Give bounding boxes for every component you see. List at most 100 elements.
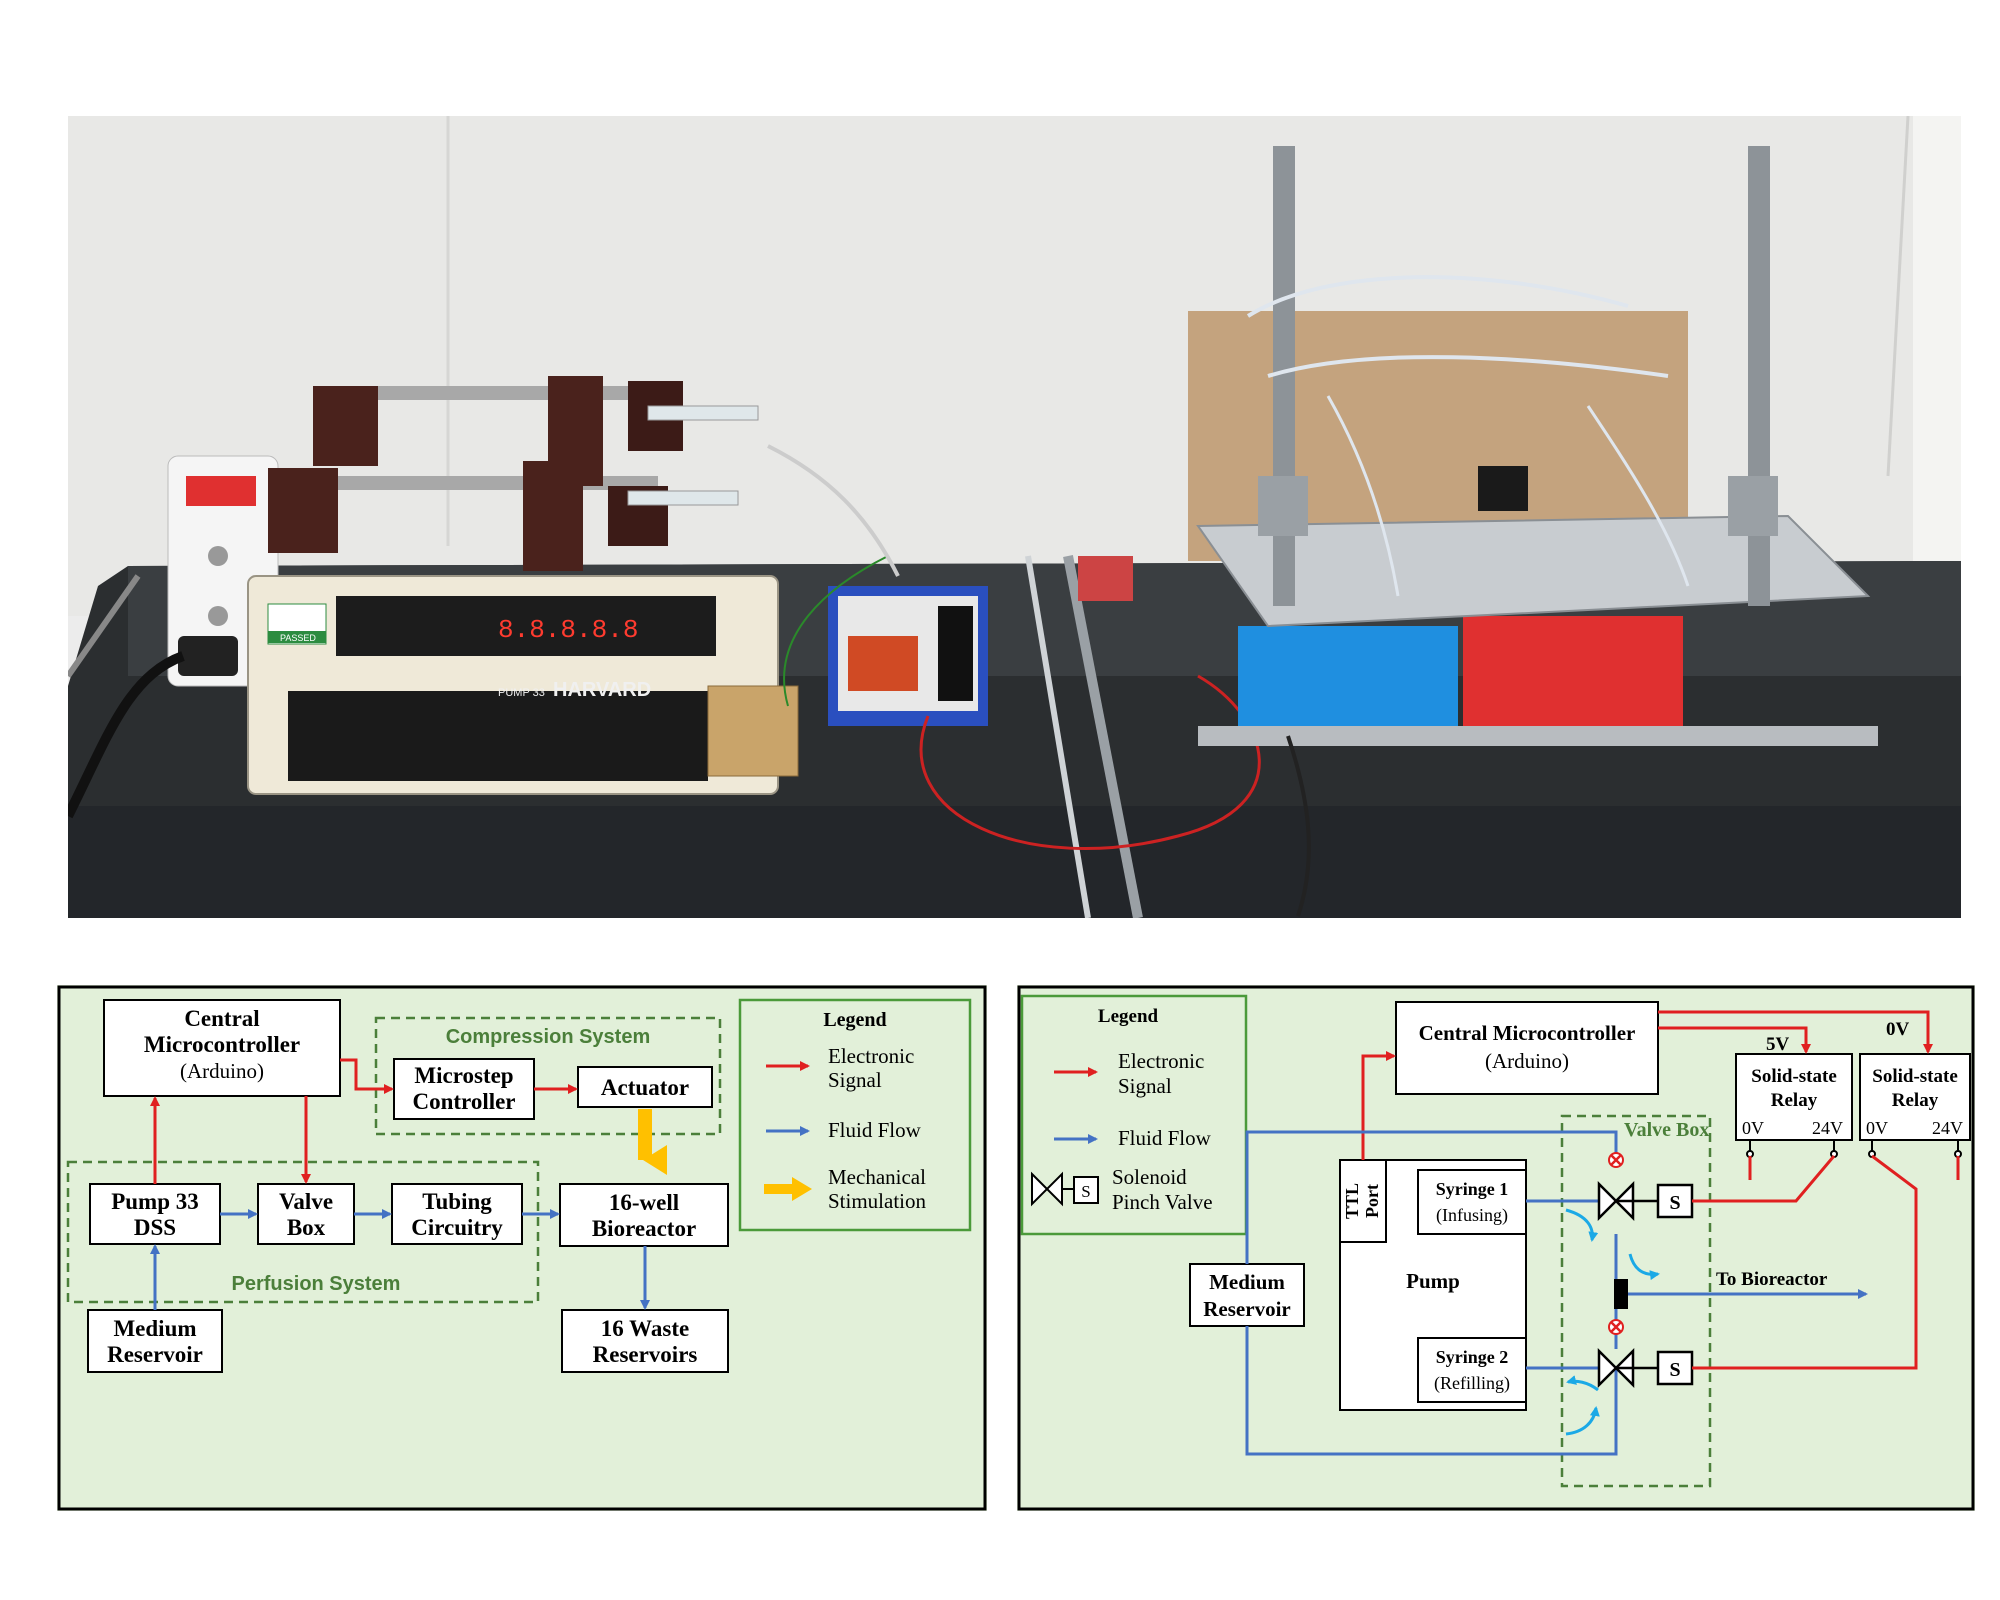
flow-arrow-refill-left (1566, 1375, 1599, 1392)
pump-label-2: DSS (134, 1215, 176, 1240)
compression-system-title: Compression System (446, 1026, 651, 1048)
actuator-block: Actuator (577, 1066, 713, 1108)
central-label-3: (Arduino) (180, 1059, 264, 1083)
safety-tag: PASSED (280, 633, 316, 643)
flow-arrow-to-outlet (1628, 1253, 1660, 1281)
legend-mechanical-label-2: Stimulation (828, 1189, 927, 1213)
system-block-diagram: Central Microcontroller (Arduino) Compre… (57, 985, 987, 1511)
perfusion-system-group (66, 1160, 540, 1304)
pump-model-label: PUMP 33 (498, 687, 545, 699)
central-microcontroller-block: Central Microcontroller (Arduino) (103, 999, 341, 1097)
central-label-2: Microcontroller (144, 1032, 300, 1057)
legend-panel-1: Legend Electronic Signal Fluid Flow Mech… (738, 998, 972, 1232)
bioreactor-block: 16-well Bioreactor (559, 1183, 729, 1247)
ttl-port-block: TTL Port (1339, 1159, 1387, 1243)
flow-medium-top-line (1245, 1130, 1618, 1264)
legend2-electronic-label-2: Signal (1118, 1074, 1172, 1098)
syringe1-label-1: Syringe 1 (1436, 1179, 1509, 1199)
signal-central-to-relay2 (1658, 1010, 1933, 1054)
waste-reservoirs-block: 16 Waste Reservoirs (561, 1309, 729, 1373)
relay1-label-1: Solid-state (1751, 1066, 1837, 1087)
perfusion-system-title: Perfusion System (232, 1273, 401, 1295)
waste-label-1: 16 Waste (601, 1316, 689, 1341)
signal-central-to-microstep (340, 1058, 394, 1094)
medium-reservoir-block: Medium Reservoir (87, 1309, 223, 1373)
bioreactor-label-1: 16-well (609, 1190, 679, 1215)
relay2-low-label: 0V (1866, 1118, 1888, 1138)
syringe2-label-1: Syringe 2 (1436, 1347, 1509, 1367)
central2-label-2: (Arduino) (1485, 1049, 1569, 1073)
legend2-fluid-label: Fluid Flow (1118, 1126, 1212, 1150)
relay2-label-1: Solid-state (1872, 1066, 1958, 1087)
syringe2-label-2: (Refilling) (1434, 1373, 1510, 1394)
microstep-label-1: Microstep (414, 1063, 513, 1088)
wire-solenoid1-to-relay1 (1692, 1155, 1836, 1203)
pump33-dss-block: Pump 33 DSS (89, 1183, 221, 1245)
solenoid2-s-label: S (1669, 1359, 1680, 1381)
central-microcontroller-block-2: Central Microcontroller (Arduino) (1395, 1001, 1659, 1095)
lab-setup-photo: 8.8.8.8.8 HARVARD PUMP 33 PASSED (68, 116, 1961, 918)
pump-label-1: Pump 33 (111, 1189, 199, 1214)
legend2-electronic-label-1: Electronic (1118, 1049, 1204, 1073)
pump-brand-label: HARVARD (553, 679, 651, 701)
legend2-title: Legend (1098, 1006, 1159, 1027)
relay2-label-2: Relay (1892, 1090, 1939, 1111)
syringe2-block: Syringe 2 (Refilling) (1417, 1337, 1527, 1403)
legend-electronic-label-1: Electronic (828, 1044, 914, 1068)
harvard-syringe-pump: 8.8.8.8.8 HARVARD PUMP 33 PASSED (247, 376, 779, 795)
legend2-s-label: S (1081, 1182, 1090, 1201)
tubing-circuitry-block: Tubing Circuitry (391, 1183, 523, 1245)
legend-panel-2: Legend Electronic Signal Fluid Flow S So… (1020, 994, 1248, 1236)
solenoid1-s-label: S (1669, 1192, 1680, 1214)
valve-label-1: Valve (279, 1189, 333, 1214)
pump-display: 8.8.8.8.8 (498, 615, 638, 645)
valve-control-diagram: Legend Electronic Signal Fluid Flow S So… (1017, 985, 1975, 1511)
relay1-low-label: 0V (1742, 1118, 1764, 1138)
waste-label-2: Reservoirs (593, 1342, 698, 1367)
tubing-label-2: Circuitry (411, 1215, 503, 1240)
medium-reservoir-block-2: Medium Reservoir (1189, 1263, 1305, 1327)
legend-fluid-label: Fluid Flow (828, 1118, 922, 1142)
valve-box-group (1560, 1114, 1712, 1488)
compression-system-group (374, 1016, 722, 1136)
valve-label-2: Box (287, 1215, 326, 1240)
syringe1-block: Syringe 1 (Infusing) (1417, 1169, 1527, 1235)
solid-state-relay-2: Solid-state Relay 0V 24V 0V (1859, 1019, 1971, 1141)
microstep-label-2: Controller (412, 1089, 515, 1114)
flow-medium-bottom-line (1245, 1326, 1618, 1456)
medium2-label-2: Reservoir (1203, 1297, 1290, 1321)
syringe1-label-2: (Infusing) (1436, 1205, 1508, 1226)
bioreactor-label-2: Bioreactor (592, 1216, 696, 1241)
medium-label-1: Medium (113, 1316, 196, 1341)
flow-arrow-infuse-down (1565, 1208, 1599, 1242)
legend2-solenoid-label-1: Solenoid (1112, 1165, 1187, 1189)
relay1-input-label: 5V (1766, 1034, 1790, 1055)
wire-solenoid2-to-relay2 (1692, 1154, 1918, 1370)
relay2-high-label: 24V (1932, 1118, 1963, 1138)
blocked-middle-icon (1608, 1319, 1624, 1335)
medium2-label-1: Medium (1209, 1270, 1285, 1294)
bioreactor-rig (1188, 146, 1878, 917)
pinch-valve-bottom: S (1597, 1347, 1694, 1389)
ttl-label-1: TTL (1342, 1183, 1362, 1219)
legend-title: Legend (823, 1009, 886, 1031)
legend2-solenoid-label-2: Pinch Valve (1112, 1190, 1213, 1214)
tubing-label-1: Tubing (422, 1189, 492, 1214)
pinch-valve-top: S (1597, 1180, 1694, 1222)
legend-electronic-label-2: Signal (828, 1068, 882, 1092)
solid-state-relay-1: Solid-state Relay 0V 24V 5V (1735, 1034, 1853, 1141)
relay1-high-label: 24V (1812, 1118, 1843, 1138)
flow-arrow-refill-up (1565, 1406, 1600, 1436)
valve-box-title: Valve Box (1624, 1119, 1709, 1141)
electronics-breadboard (707, 444, 1261, 850)
ttl-label-2: Port (1362, 1184, 1382, 1218)
valve-box-block: Valve Box (257, 1183, 355, 1245)
central2-label-1: Central Microcontroller (1419, 1021, 1636, 1045)
microstep-controller-block: Microstep Controller (393, 1058, 535, 1120)
blocked-top-icon (1608, 1152, 1624, 1168)
relay2-input-label: 0V (1886, 1019, 1910, 1040)
to-bioreactor-label: To Bioreactor (1716, 1269, 1828, 1290)
relay1-label-2: Relay (1771, 1090, 1818, 1111)
signal-ttl-to-central (1361, 1051, 1396, 1160)
signal-central-to-relay1 (1658, 1026, 1811, 1054)
